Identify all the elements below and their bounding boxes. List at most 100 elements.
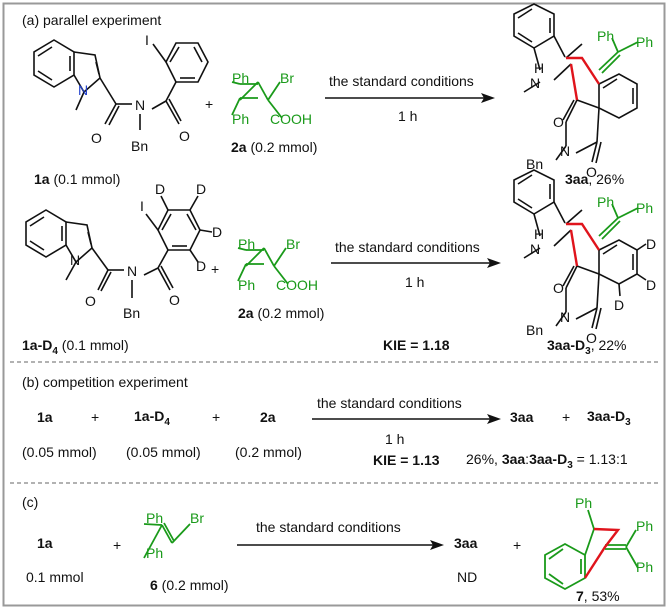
atom-N-indole-1a: N [78, 82, 89, 98]
comp-1a-D4-amount: (0.05 mmol) [126, 444, 201, 460]
section-b-title: (b) competition experiment [22, 374, 188, 390]
atom-O-3aa-bottom: O [586, 164, 597, 180]
comp-1a-amount: (0.05 mmol) [22, 444, 97, 460]
atom-O-3aaD3-top: O [553, 280, 564, 296]
comp-plus-1: + [91, 409, 100, 425]
3aa-ph-1: Ph [597, 28, 615, 44]
comp-plus-2: + [212, 409, 221, 425]
time-row1: 1 h [398, 108, 418, 124]
atom-Bn-1a: Bn [131, 138, 149, 154]
atom-Bn-3aa: Bn [526, 156, 544, 172]
conditions-row2: the standard conditions [335, 239, 480, 255]
comp-2a: 2a [260, 409, 276, 425]
atom-O-1aD4-left: O [85, 293, 96, 309]
7-ph-right-2: Ph [636, 559, 654, 575]
atom-Bn-1aD4: Bn [123, 305, 141, 321]
atom-N-indole-1aD4: N [70, 252, 81, 268]
green-alkene-3aa-D3 [598, 203, 639, 240]
comp-kie: KIE = 1.13 [373, 452, 440, 468]
2a-ph-bottom: Ph [232, 111, 250, 127]
section-a-title: (a) parallel experiment [22, 12, 162, 28]
comp-conditions: the standard conditions [317, 395, 462, 411]
reaction-arrow-partc [237, 540, 444, 550]
label-1a: 1a (0.1 mmol) [34, 171, 121, 187]
c-plus-2: + [513, 537, 522, 553]
atom-D1-3aaD3: D [646, 236, 657, 252]
comp-1a-D4: 1a-D4 [134, 408, 170, 428]
plus-row1: + [205, 96, 214, 112]
atom-O-1a-left: O [91, 130, 102, 146]
c-3aa: 3aa [454, 535, 478, 551]
atom-N-indoline-3aa: N [530, 75, 541, 91]
comp-ratio: 26%, 3aa:3aa-D3 = 1.13:1 [466, 451, 628, 471]
comp-2a-amount: (0.2 mmol) [235, 444, 302, 460]
6-br: Br [190, 510, 204, 526]
atom-H-3aaD3: H [534, 226, 545, 242]
conditions-row1: the standard conditions [329, 73, 474, 89]
plus-row2: + [211, 261, 220, 277]
label-2a: 2a (0.2 mmol) [231, 139, 318, 155]
structure-3aa [513, 3, 638, 164]
c-1a-amount: 0.1 mmol [26, 569, 84, 585]
comp-plus-3: + [562, 409, 571, 425]
atom-N-imide-3aaD3: N [560, 309, 571, 325]
2a-row2-ph-top: Ph [238, 236, 256, 252]
comp-time: 1 h [385, 431, 405, 447]
structure-7 [544, 509, 639, 591]
7-ph-top: Ph [575, 495, 593, 511]
2a-ph-top: Ph [232, 70, 250, 86]
atom-N-indoline-3aaD3: N [530, 241, 541, 257]
green-alkene-3aa [598, 37, 639, 74]
atom-Bn-3aaD3: Bn [526, 322, 544, 338]
time-row2: 1 h [405, 274, 425, 290]
reaction-arrow-row1 [325, 93, 495, 103]
c-1a: 1a [37, 535, 53, 551]
2a-row2-cooh: COOH [276, 277, 318, 293]
c-conditions: the standard conditions [256, 519, 401, 535]
3aaD3-ph-1: Ph [597, 194, 615, 210]
2a-br: Br [280, 70, 294, 86]
comp-3aa: 3aa [510, 409, 534, 425]
kie-row2: KIE = 1.18 [383, 337, 450, 353]
atom-D3-1aD4: D [212, 224, 223, 240]
structure-2a [231, 81, 283, 119]
structure-6 [143, 522, 191, 559]
c-nd: ND [457, 569, 478, 585]
red-bonds-3aa [566, 56, 601, 101]
atom-O-1aD4-right: O [169, 292, 180, 308]
atom-D3-3aaD3: D [614, 297, 625, 313]
atom-D1-1aD4: D [155, 181, 166, 197]
atom-H-3aa: H [534, 60, 545, 76]
7-ph-right-1: Ph [636, 518, 654, 534]
atom-N-imide-1aD4: N [127, 263, 138, 279]
c-plus-1: + [113, 537, 122, 553]
atom-I-1aD4: I [140, 198, 144, 214]
structure-1a-D4 [25, 195, 213, 298]
reaction-arrow-row2 [331, 258, 501, 268]
6-ph-top: Ph [146, 510, 164, 526]
atom-O-1a-right: O [179, 128, 190, 144]
red-bonds-3aa-D3 [566, 222, 601, 267]
label-3aa: 3aa, 26% [565, 171, 625, 187]
atom-D2-1aD4: D [196, 181, 207, 197]
6-ph-bottom: Ph [146, 545, 164, 561]
2a-row2-ph-bottom: Ph [238, 277, 256, 293]
red-bonds-7 [583, 527, 621, 579]
atom-D2-3aaD3: D [646, 277, 657, 293]
atom-O-3aaD3-bottom: O [586, 330, 597, 346]
atom-I-1a: I [145, 32, 149, 48]
comp-1a: 1a [37, 409, 53, 425]
structure-1a [33, 39, 209, 130]
3aaD3-ph-2: Ph [636, 200, 654, 216]
2a-cooh: COOH [270, 111, 312, 127]
label-7: 7, 53% [576, 588, 620, 604]
label-2a-row2: 2a (0.2 mmol) [238, 305, 325, 321]
2a-row2-br: Br [286, 236, 300, 252]
3aa-ph-2: Ph [636, 34, 654, 50]
section-c-title: (c) [22, 494, 39, 510]
structure-2a-row2 [237, 247, 289, 285]
comp-3aa-D3: 3aa-D3 [587, 408, 631, 428]
